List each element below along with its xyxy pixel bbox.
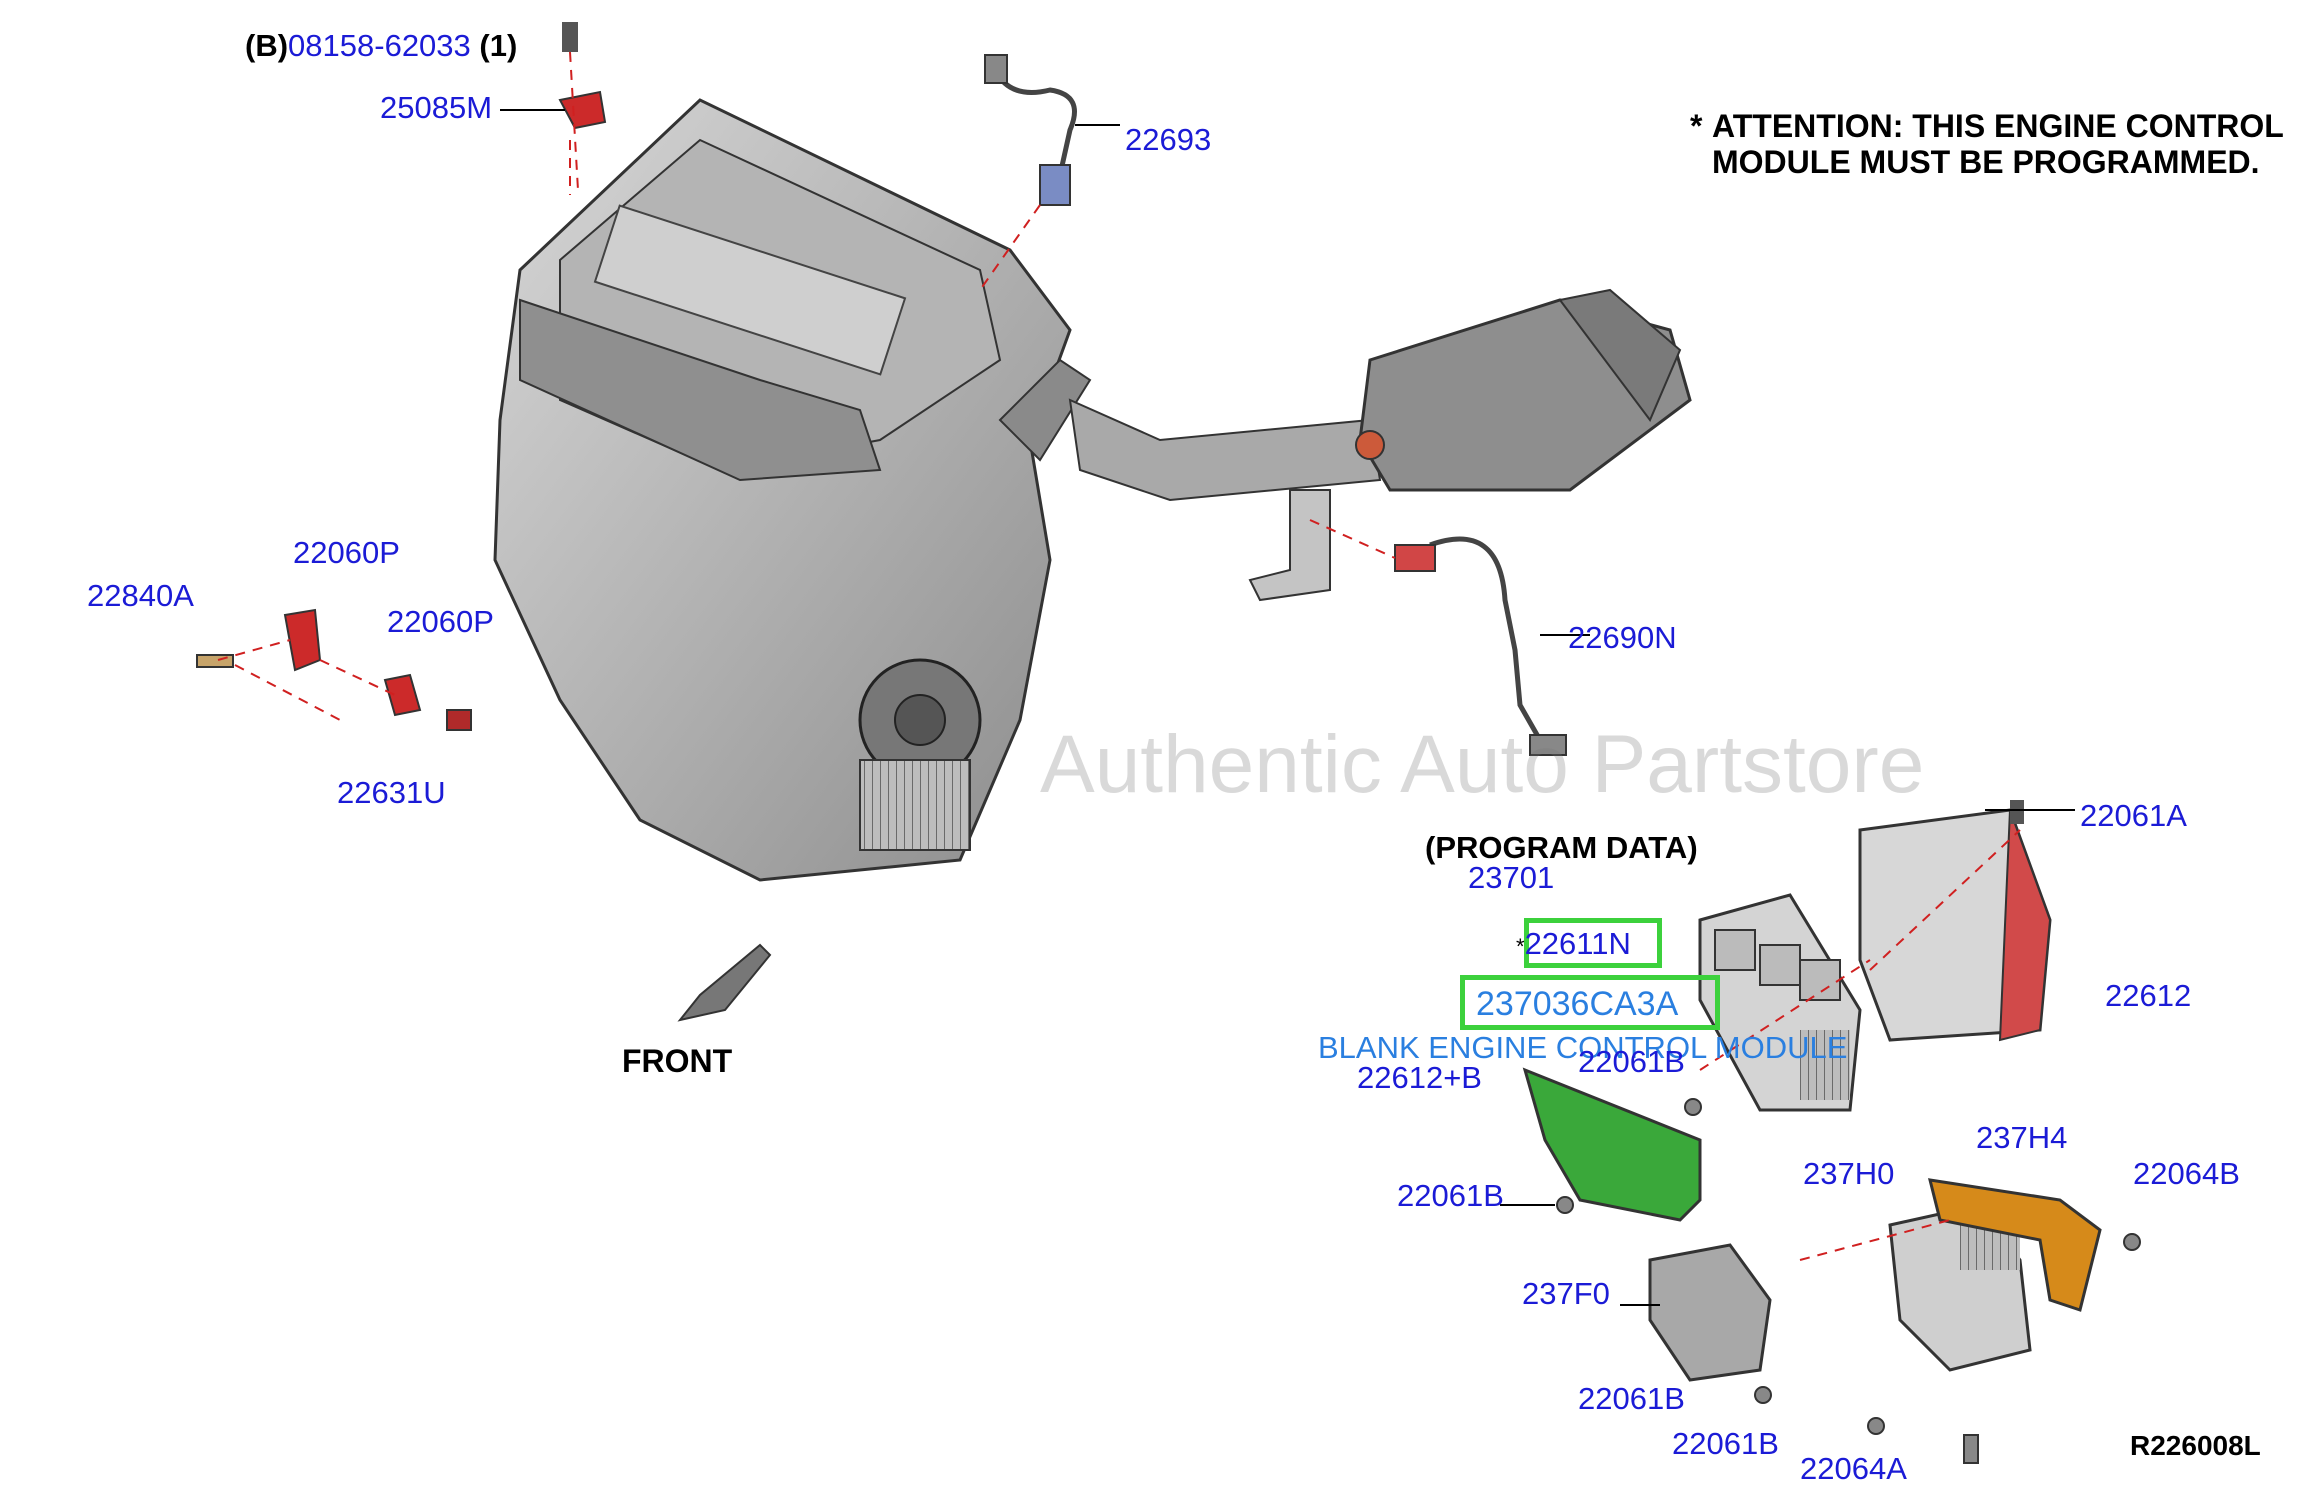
- part-label-22631U[interactable]: 22631U: [337, 775, 446, 810]
- camshaft-sensor: [558, 22, 607, 130]
- front-label: FRONT: [622, 1043, 733, 1079]
- highlight-box-22611N: [1524, 918, 1662, 968]
- bolt-part-number[interactable]: 08158-62033: [288, 28, 471, 63]
- attention-note: *ATTENTION: THIS ENGINE CONTROL MODULE M…: [1690, 108, 2284, 180]
- part-label-22064B[interactable]: 22064B: [2133, 1156, 2240, 1191]
- part-label-23701[interactable]: 23701: [1468, 860, 1555, 895]
- exhaust-catalyst: [1068, 288, 1692, 602]
- bracket-237H4: [1927, 1178, 2102, 1312]
- highlight-box-237036CA3A: [1460, 975, 1720, 1030]
- part-label-22690N[interactable]: 22690N: [1568, 620, 1677, 655]
- attention-line-2: MODULE MUST BE PROGRAMMED.: [1712, 144, 2260, 180]
- diagram-reference: R226008L: [2130, 1430, 2261, 1461]
- part-label-22061A[interactable]: 22061A: [2080, 798, 2187, 833]
- part-label-22061B-a[interactable]: 22061B: [1578, 1044, 1685, 1079]
- attention-star: *: [1690, 108, 1703, 144]
- part-label-22060P-lower[interactable]: 22060P: [387, 604, 494, 639]
- part-label-22612[interactable]: 22612: [2105, 978, 2192, 1013]
- part-label-22060P-upper[interactable]: 22060P: [293, 535, 400, 570]
- part-label-22061B-b[interactable]: 22061B: [1397, 1178, 1504, 1213]
- part-label-bolt-08158[interactable]: (B)08158-62033 (1): [245, 30, 517, 61]
- part-label-237F0[interactable]: 237F0: [1522, 1276, 1610, 1311]
- bolt-prefix: (B): [245, 28, 289, 63]
- part-label-237H4[interactable]: 237H4: [1976, 1120, 2068, 1155]
- oxygen-sensor-lower: [1394, 536, 1567, 756]
- part-label-25085M[interactable]: 25085M: [380, 90, 493, 125]
- program-data-heading: (PROGRAM DATA): [1425, 830, 1698, 865]
- part-label-22611N[interactable]: *22611N: [1516, 928, 1631, 959]
- bolt-quantity: (1): [479, 28, 518, 63]
- module-237F0: [1648, 1243, 1772, 1382]
- attention-line-1: ATTENTION: THIS ENGINE CONTROL: [1712, 108, 2284, 144]
- leader-lines: [217, 51, 2021, 1261]
- engine-control-module: [1698, 893, 1862, 1112]
- ecm-bracket: [1858, 800, 2052, 1042]
- part-label-237036CA3A[interactable]: 237036CA3A: [1476, 985, 1679, 1023]
- part-label-22840A[interactable]: 22840A: [87, 578, 194, 613]
- part-label-237H0[interactable]: 237H0: [1803, 1156, 1895, 1191]
- watermark: Authentic Auto Partstore: [1040, 719, 1925, 810]
- front-arrow-icon: [677, 943, 772, 1022]
- part-label-22064A[interactable]: 22064A: [1800, 1451, 1907, 1486]
- part-label-22612B[interactable]: 22612+B: [1357, 1060, 1482, 1095]
- green-bracket: [1522, 1067, 1702, 1222]
- engine-assembly: [493, 98, 1092, 882]
- part-label-22061B-d[interactable]: 22061B: [1672, 1426, 1779, 1461]
- part-label-22061B-c[interactable]: 22061B: [1578, 1381, 1685, 1416]
- fasteners: [1556, 1098, 2141, 1464]
- part-label-22693[interactable]: 22693: [1125, 122, 1212, 157]
- asterisk-mark: *: [1516, 934, 1525, 959]
- part-number-22611N[interactable]: 22611N: [1524, 926, 1631, 961]
- oxygen-sensor-upper: [984, 54, 1077, 206]
- blank-module-caption: BLANK ENGINE CONTROL MODULE: [1318, 1030, 1848, 1065]
- knock-sensors: [196, 608, 472, 731]
- label-underlines: [500, 109, 2075, 1306]
